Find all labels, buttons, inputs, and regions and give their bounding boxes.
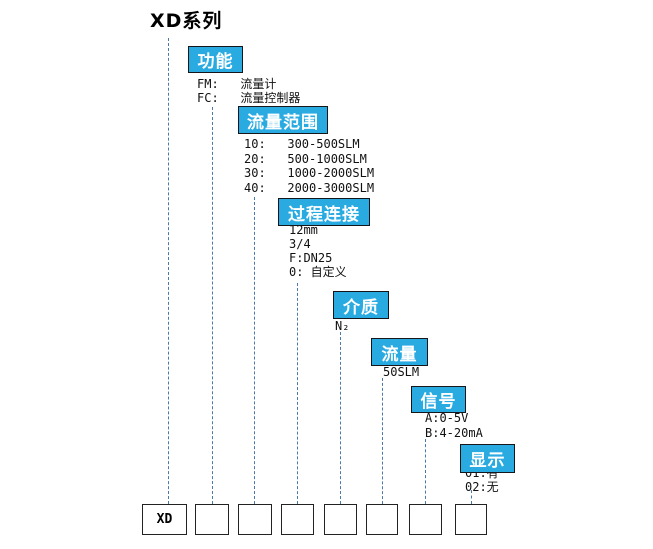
option-item: 30: 1000-2000SLM xyxy=(244,166,375,180)
option-item: 02:无 xyxy=(465,480,499,494)
code-cell-process-connection xyxy=(281,504,314,535)
page-title: XD系列 xyxy=(150,10,223,32)
connector-line xyxy=(340,332,341,504)
options-function: FM: 流量计 FC: 流量控制器 xyxy=(197,77,300,105)
option-item: FM: 流量计 xyxy=(197,77,277,91)
connector-line xyxy=(297,283,298,504)
options-flow: 50SLM xyxy=(383,365,419,379)
option-item: 3/4 xyxy=(289,237,311,251)
option-item: 10: 300-500SLM xyxy=(244,137,360,151)
code-cell-function xyxy=(195,504,229,535)
code-cell-signal xyxy=(409,504,442,535)
option-item: A:0-5V xyxy=(425,411,469,425)
segment-label-flow-range: 流量范围 xyxy=(238,106,328,134)
segment-label-medium: 介质 xyxy=(333,291,389,319)
connector-line xyxy=(254,197,255,504)
code-cell-flow-range xyxy=(238,504,272,535)
option-item: 50SLM xyxy=(383,365,420,379)
segment-label-signal: 信号 xyxy=(411,386,466,413)
option-item: B:4-20mA xyxy=(425,426,483,440)
connector-line xyxy=(168,38,169,504)
connector-line xyxy=(471,490,472,504)
options-medium: N₂ xyxy=(335,319,349,333)
connector-line xyxy=(425,439,426,504)
option-item: N₂ xyxy=(335,319,350,333)
code-cell-flow xyxy=(366,504,398,535)
option-item: F:DN25 xyxy=(289,251,333,265)
segment-label-flow: 流量 xyxy=(371,338,428,366)
code-cell-display xyxy=(455,504,487,535)
connector-line xyxy=(212,107,213,504)
segment-label-display: 显示 xyxy=(460,444,515,473)
option-item: FC: 流量控制器 xyxy=(197,91,301,105)
option-item: 0: 自定义 xyxy=(289,265,347,279)
option-item: 20: 500-1000SLM xyxy=(244,151,367,166)
segment-label-process-connection: 过程连接 xyxy=(278,198,370,226)
segment-label-function: 功能 xyxy=(188,46,243,73)
code-cell-series: XD xyxy=(142,504,187,535)
code-cell-medium xyxy=(324,504,357,535)
options-flow-range: 10: 300-500SLM 20: 500-1000SLM 30: 1000-… xyxy=(244,137,374,195)
options-process-connection: 12mm 3/4 F:DN25 0: 自定义 xyxy=(289,223,347,279)
connector-line xyxy=(382,378,383,504)
options-signal: A:0-5V B:4-20mA xyxy=(425,411,483,441)
option-item: 12mm xyxy=(289,223,318,237)
option-item: 40: 2000-3000SLM xyxy=(244,180,375,195)
